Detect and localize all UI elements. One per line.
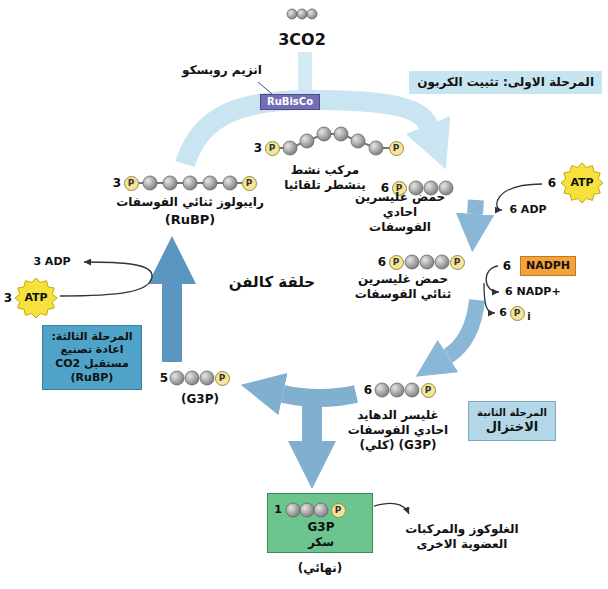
product-line [374, 503, 409, 514]
count-number: 3 [4, 291, 12, 306]
phosphate-circle: P [389, 141, 404, 156]
molecule-formula: (G3P) [181, 392, 219, 407]
carrier-box: NADPH [520, 256, 576, 276]
count-number: 6 [378, 255, 386, 270]
regeneration-arrow [162, 284, 182, 362]
count-number: 5 [160, 371, 168, 386]
count-number: 6 [364, 383, 372, 398]
reactant-label: 3CO2 [278, 30, 326, 50]
energy-star: ATP [14, 277, 58, 319]
node-subtext: سكر [308, 535, 334, 550]
molecule-name: حمض غليسرين احادي الفوسفات [350, 190, 450, 235]
co2-icon [287, 9, 317, 19]
node-text: P [393, 256, 400, 269]
count-number: 6 [503, 259, 511, 274]
molecule-chain [405, 255, 449, 269]
enzyme-label: انزيم روبسكو [182, 63, 262, 78]
node-text: P [219, 372, 226, 385]
enzyme-box: RuBisCo [260, 94, 320, 111]
product-note: (نهائي) [298, 561, 343, 576]
reduction-arrow [448, 300, 477, 356]
stage-box: المرحلة الثالثة: اعادة تصنيع مستقبل CO2 … [42, 325, 142, 390]
split-arrow [283, 394, 356, 398]
count-number: 6 [499, 306, 507, 320]
node-text: P [454, 256, 461, 269]
product-box: 1G3Pسكر P [267, 493, 373, 553]
co2-inflow-arrow [298, 52, 312, 96]
node-text: P [269, 142, 276, 155]
node-subtext: الاختزال [477, 419, 547, 435]
byproduct-label: 3 ADP [33, 255, 70, 269]
node-text: NADPH [526, 259, 570, 273]
molecule-name: مركب نشط ينشطر تلقائيا [278, 163, 373, 193]
leader-line [258, 82, 272, 94]
molecule-chain [375, 383, 419, 397]
energy-star: ATP [560, 162, 604, 204]
molecule-name: حمض غليسرين ثنائي الفوسفات [353, 272, 453, 302]
count-number: 6 [548, 176, 556, 191]
node-text: P [514, 307, 521, 320]
molecule-chain [131, 176, 249, 190]
node-text: ATP [570, 176, 593, 190]
byproduct-label: 6 ADP [509, 203, 546, 217]
phosphate-circle: P [389, 255, 404, 270]
count-number: 3 [254, 141, 262, 156]
node-text: P [246, 177, 253, 190]
phosphate-circle: P [242, 176, 257, 191]
node-text: P [425, 384, 432, 397]
molecule-formula: (RuBP) [165, 212, 216, 228]
node-text: P [128, 177, 135, 190]
phosphate-circle: P [510, 306, 525, 321]
node-text: المرحلة الثانية [477, 407, 547, 420]
node-text: ATP [24, 291, 47, 305]
stage-box: المرحلة الثانيةالاختزال [468, 401, 556, 442]
star-outline [561, 163, 603, 203]
reduction-arrow [475, 200, 476, 214]
energy-use-line [486, 266, 499, 292]
node-subtext: G3P [308, 520, 335, 535]
phosphate-circle: P [265, 141, 280, 156]
molecule-chain [272, 127, 396, 155]
molecule-name: غليسر الدهايد احادي الفوسفات (G3P) (كلي) [338, 408, 458, 453]
phosphate-circle: P [331, 503, 346, 518]
phosphate-circle: P [124, 176, 139, 191]
product-note: الغلوكوز والمركبات العضوية الاخرى [405, 522, 520, 552]
phosphate-circle: P [215, 371, 230, 386]
output-arrow [302, 404, 322, 441]
molecule-name: رايبولوز ثنائي الفوسفات [116, 195, 264, 210]
count-number: 3 [113, 176, 121, 191]
node-text: RuBisCo [267, 96, 313, 109]
star-outline [15, 278, 57, 318]
node-text: P [335, 504, 342, 517]
byproduct-label: 6 NADP+ [505, 285, 561, 299]
subscript: i [527, 311, 530, 324]
molecule-chain [170, 371, 214, 385]
energy-use-line [60, 262, 152, 296]
cycle-name: حلقة كالفن [229, 273, 315, 292]
phosphate-circle: P [421, 383, 436, 398]
node-text: 1 [274, 503, 282, 517]
node-text: المرحلة الثالثة: اعادة تصنيع مستقبل CO2 … [48, 330, 136, 385]
node-text: المرحلة الاولى: تثبيت الكربون [417, 75, 594, 90]
stage-box: المرحلة الاولى: تثبيت الكربون [409, 71, 602, 94]
energy-use-line [484, 283, 495, 313]
phosphate-circle: P [450, 255, 465, 270]
node-text: P [393, 142, 400, 155]
